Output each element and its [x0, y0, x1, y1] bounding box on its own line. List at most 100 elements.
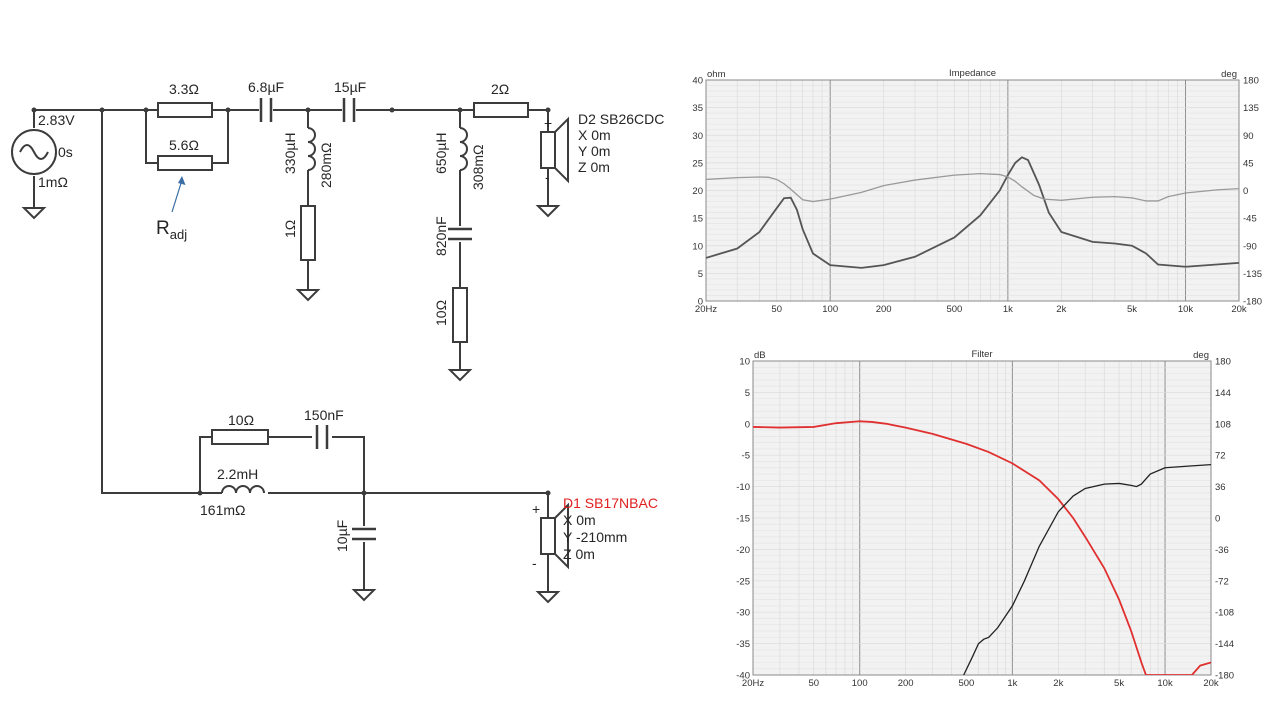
filter-xtick: 200: [898, 678, 914, 689]
impedance-xtick: 1k: [1003, 304, 1013, 315]
filter-left-unit: dB: [754, 350, 766, 361]
radj-arrow: [171, 176, 186, 213]
filter-xtick: 20k: [1203, 678, 1219, 689]
filter-ytick: -10: [736, 482, 750, 493]
impedance-y2tick: 135: [1243, 103, 1259, 114]
wires: [33, 109, 549, 592]
impedance-frame: [705, 79, 1240, 302]
driver-d2-plus: +: [544, 115, 552, 131]
impedance-y2tick: 45: [1243, 158, 1254, 169]
driver-d1-speaker-icon: [540, 502, 569, 570]
impedance-y2tick: -45: [1243, 214, 1257, 225]
driver-d2-z: Z 0m: [578, 159, 610, 175]
filter-series-2-line: [963, 463, 1211, 675]
filter-xtick: 2k: [1053, 678, 1063, 689]
capacitor-6u8: [259, 98, 273, 122]
filter-ytick: -25: [736, 576, 750, 587]
filter-frame: [752, 360, 1212, 676]
inductor-2m2-dcr-label: 161mΩ: [200, 502, 246, 518]
driver-d1-plus: +: [532, 501, 540, 517]
ground-symbol: [295, 289, 321, 302]
capacitor-150n: [315, 425, 329, 449]
capacitor-150n-label: 150nF: [304, 407, 344, 423]
driver-d2-minus: -: [545, 169, 550, 185]
filter-series-1-line: [753, 420, 1211, 675]
source-resistance-label: 1mΩ: [38, 174, 68, 190]
impedance-ytick: 10: [692, 241, 703, 252]
inductor-330u-dcr-label: 280mΩ: [318, 143, 334, 189]
junction-dots: [31, 107, 551, 496]
impedance-ytick: 5: [698, 269, 703, 280]
resistor-woofer-10r-label: 10Ω: [228, 412, 254, 428]
filter-xtick: 50: [808, 678, 819, 689]
impedance-ytick: 30: [692, 131, 703, 142]
filter-ytick: -5: [742, 451, 750, 462]
filter-ytick: -15: [736, 514, 750, 525]
ground-symbol: [535, 591, 561, 604]
driver-d1-y: Y -210mm: [563, 529, 627, 545]
ground-symbol: [351, 589, 377, 602]
ground-symbol: [21, 207, 47, 220]
filter-xtick: 500: [958, 678, 974, 689]
impedance-chart: 0510152025303540-180-135-90-450459013518…: [692, 68, 1262, 315]
resistor-2r: [473, 102, 529, 118]
resistor-1r-label: 1Ω: [282, 220, 298, 238]
filter-xtick: 100: [852, 678, 868, 689]
filter-xtick: 20Hz: [742, 678, 764, 689]
impedance-xtick: 20Hz: [695, 304, 717, 315]
capacitor-820n-label: 820nF: [433, 216, 449, 256]
impedance-title: Impedance: [949, 68, 996, 79]
resistor-5r6: [157, 155, 213, 171]
filter-ytick: 0: [745, 419, 750, 430]
capacitor-820n: [448, 227, 472, 241]
ground-symbol: [535, 205, 561, 218]
filter-y2tick: 72: [1215, 451, 1226, 462]
driver-d1-z: Z 0m: [563, 546, 595, 562]
filter-y2tick: 108: [1215, 419, 1231, 430]
impedance-right-unit: deg: [1221, 69, 1237, 80]
filter-ytick: 10: [739, 357, 750, 368]
impedance-y2tick: 180: [1243, 76, 1259, 87]
impedance-ytick: 40: [692, 76, 703, 87]
filter-y2tick: -36: [1215, 545, 1229, 556]
resistor-3r3-label: 3.3Ω: [169, 81, 199, 97]
impedance-ytick: 15: [692, 214, 703, 225]
impedance-y2tick: -90: [1243, 241, 1257, 252]
inductor-2m2: [221, 484, 268, 494]
capacitor-10u-label: 10µF: [334, 520, 350, 552]
impedance-y2tick: 90: [1243, 131, 1254, 142]
filter-chart: 1050-5-10-15-20-25-30-35-401801441087236…: [736, 349, 1234, 689]
filter-y2tick: 180: [1215, 357, 1231, 368]
source-voltage-label: 2.83V: [38, 112, 75, 128]
filter-y2tick: -108: [1215, 608, 1234, 619]
impedance-y2tick: -135: [1243, 269, 1262, 280]
impedance-xtick: 2k: [1056, 304, 1066, 315]
inductor-650u-dcr-label: 308mΩ: [470, 145, 486, 191]
filter-y2tick: 0: [1215, 514, 1220, 525]
resistor-5r6-label: 5.6Ω: [169, 137, 199, 153]
impedance-y2tick: 0: [1243, 186, 1248, 197]
driver-d2-speaker-icon: [540, 116, 569, 184]
ground-symbol: [447, 369, 473, 382]
capacitor-6u8-label: 6.8µF: [248, 79, 284, 95]
inductor-330u: [307, 127, 316, 171]
filter-ytick: 5: [745, 388, 750, 399]
impedance-xtick: 10k: [1178, 304, 1194, 315]
inductor-330u-label: 330µH: [282, 132, 298, 174]
radj-label: Radj: [156, 218, 187, 242]
filter-y2tick: -72: [1215, 576, 1229, 587]
impedance-ytick: 0: [698, 297, 703, 308]
filter-title: Filter: [971, 349, 992, 360]
resistor-10r-label: 10Ω: [433, 300, 449, 326]
voltage-source: [11, 129, 57, 175]
impedance-series-1-line: [706, 156, 1239, 269]
filter-xtick: 1k: [1007, 678, 1017, 689]
inductor-650u-label: 650µH: [433, 132, 449, 174]
impedance-ytick: 25: [692, 158, 703, 169]
filter-xtick: 10k: [1157, 678, 1173, 689]
filter-ytick: -20: [736, 545, 750, 556]
impedance-xtick: 200: [876, 304, 892, 315]
resistor-2r-label: 2Ω: [491, 81, 509, 97]
source-delay-label: 0s: [58, 144, 73, 160]
